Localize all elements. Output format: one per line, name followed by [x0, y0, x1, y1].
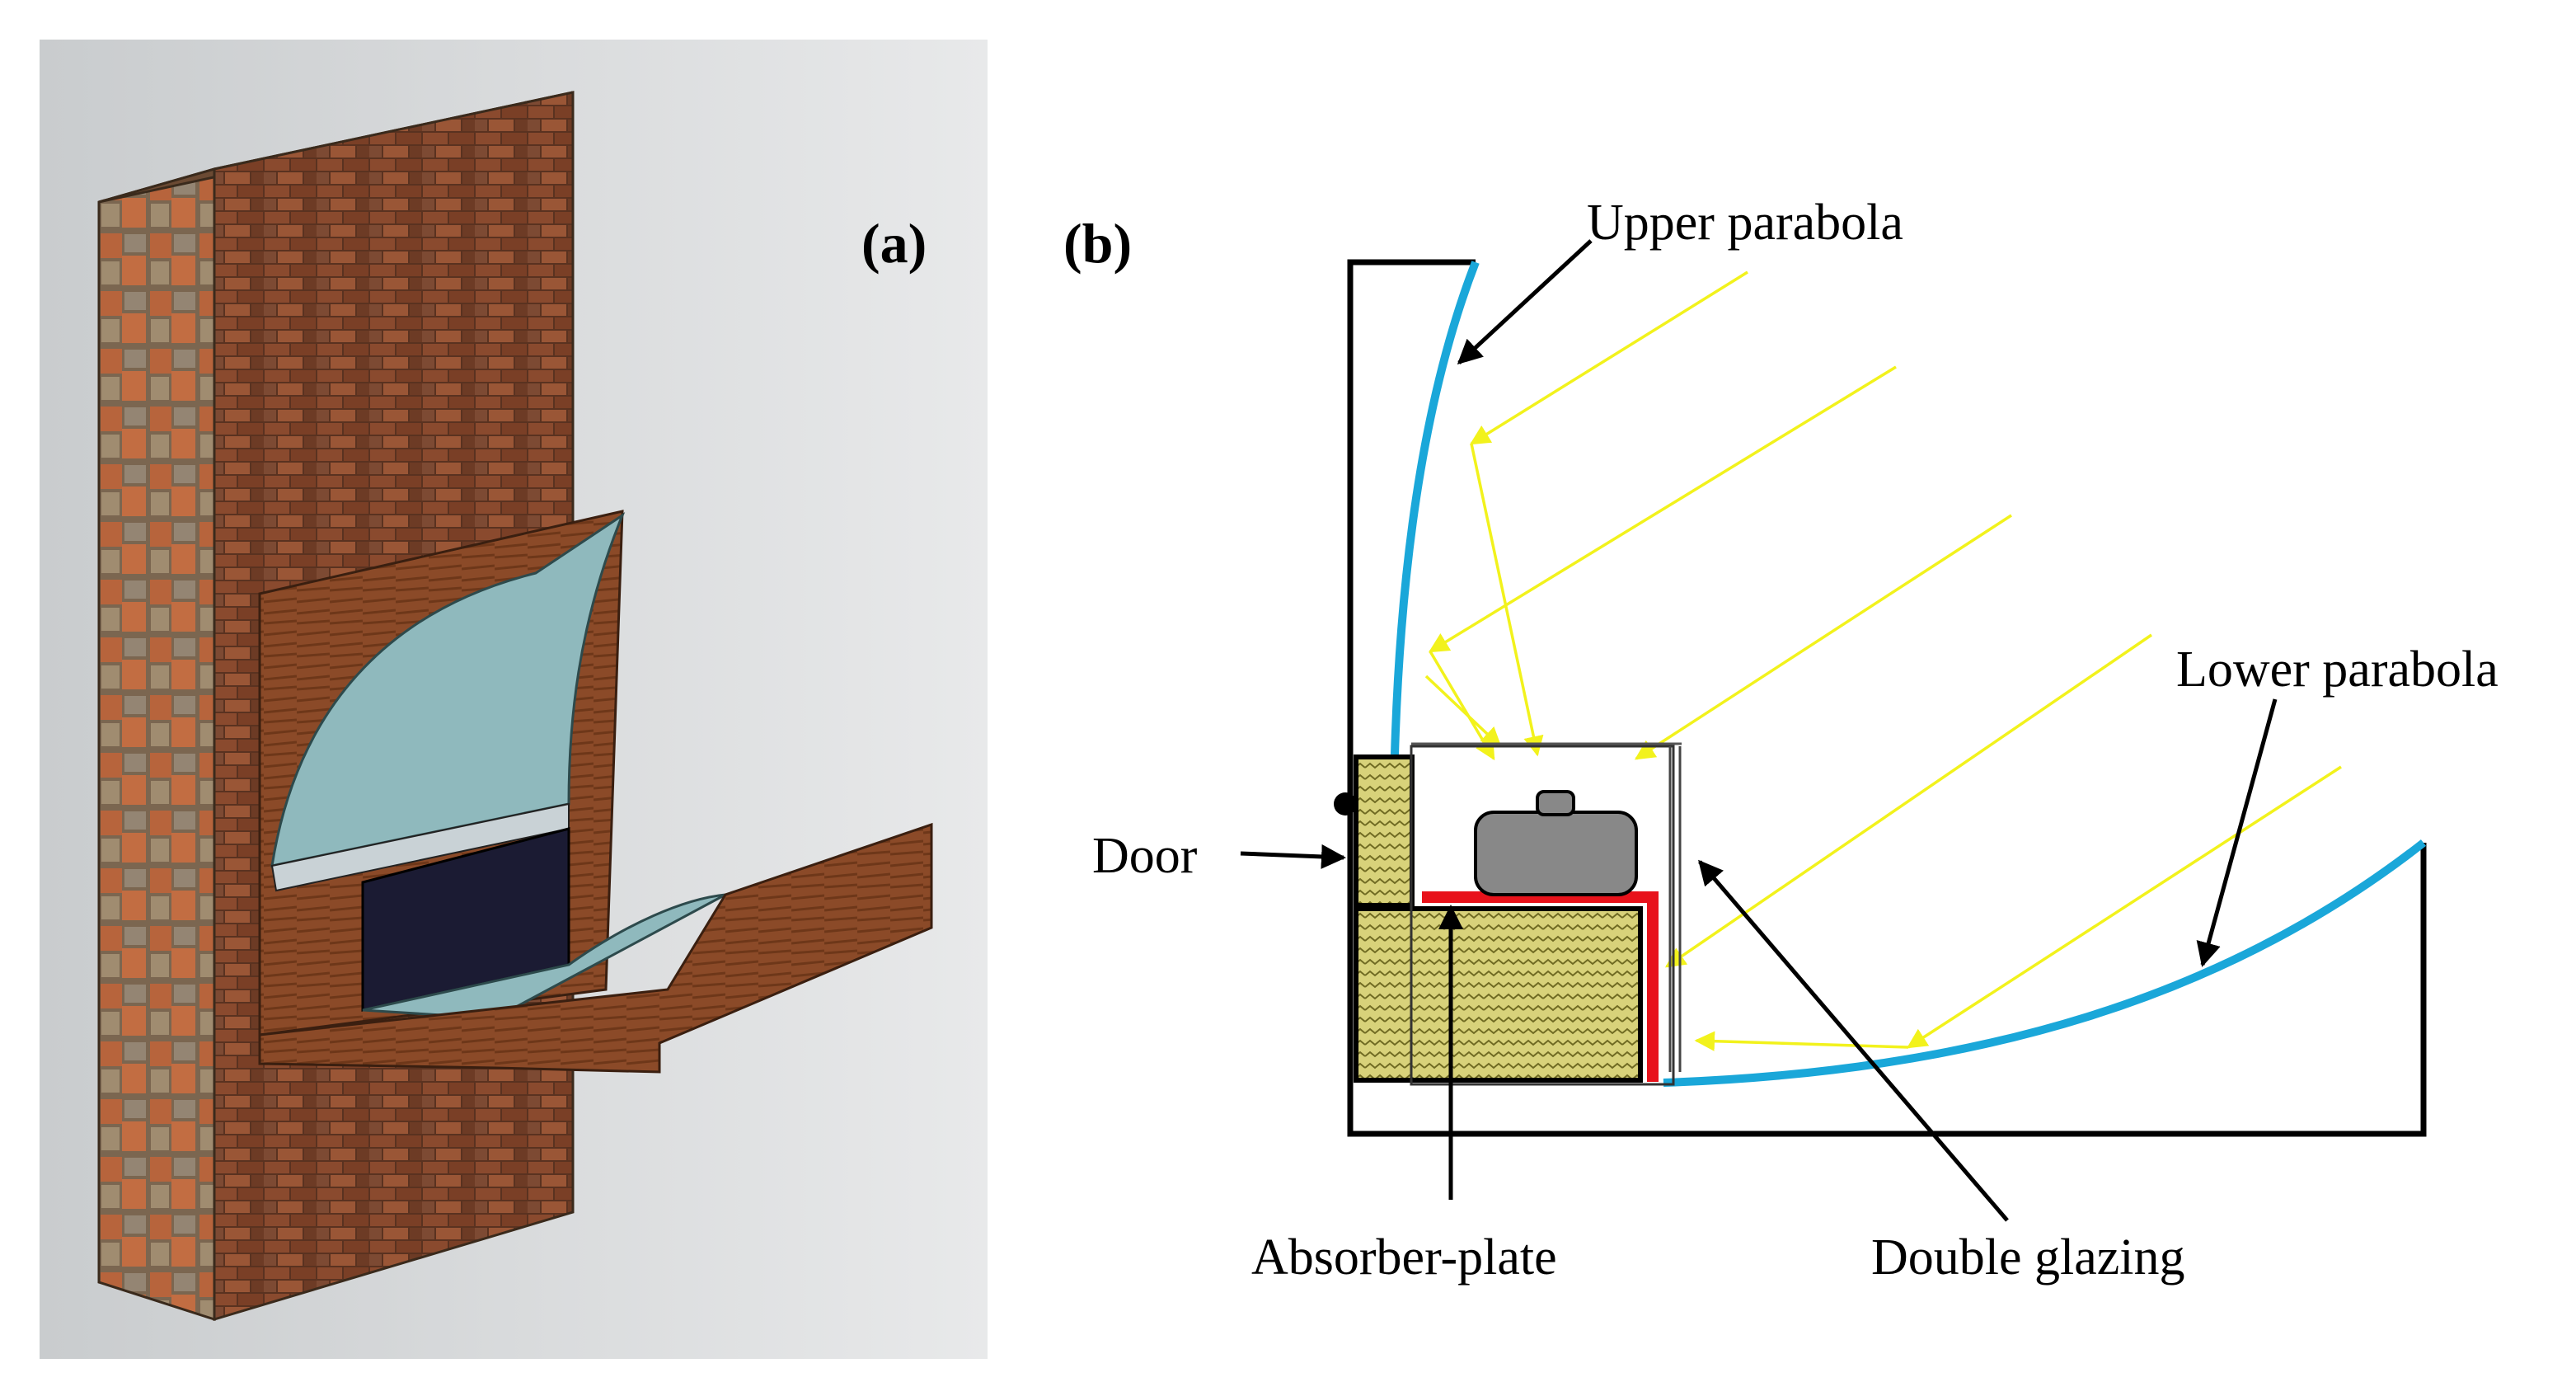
sun-rays	[1424, 270, 2342, 1051]
wall-side-face	[97, 167, 216, 1322]
lower-reflector	[362, 893, 726, 1020]
door-label: Door	[1092, 828, 1198, 884]
cooking-chamber	[1410, 745, 1675, 1086]
panel-b-label: (b)	[1063, 212, 1132, 275]
door-insulation	[1354, 754, 1415, 908]
absorber-plate	[1422, 891, 1659, 1082]
double-glazing-pointer	[1698, 859, 2009, 1222]
sun-ray-reflected	[1694, 1031, 1909, 1051]
panel-a: (a)	[40, 40, 988, 1359]
upper-parabola-pointer	[1457, 239, 1593, 365]
lower-frame	[258, 822, 933, 1074]
panel-a-label: (a)	[861, 212, 927, 275]
sun-ray	[1634, 514, 2012, 760]
sun-ray	[1469, 270, 1748, 445]
sun-ray-reflected	[1470, 443, 1544, 757]
sun-ray	[1906, 765, 2342, 1049]
sun-ray	[1664, 633, 2152, 968]
absorber-plate-label: Absorber-plate	[1251, 1229, 1557, 1286]
outer-frame	[1347, 259, 2427, 1137]
pot-handle	[1536, 790, 1575, 816]
upper-reflector	[270, 512, 626, 867]
door-hinge	[1334, 792, 1357, 816]
lower-parabola-label: Lower parabola	[2176, 642, 2499, 698]
double-glazing-label: Double glazing	[1871, 1229, 2185, 1286]
panel-b: (b)	[1063, 195, 2499, 1286]
upper-parabola-reflector	[1391, 261, 1480, 755]
base-insulation	[1354, 906, 1643, 1083]
door-pointer	[1240, 844, 1346, 869]
sun-ray	[1428, 365, 1897, 653]
sun-ray-reflected	[1424, 675, 1502, 748]
pot-body	[1474, 811, 1638, 896]
cooking-pot	[1474, 790, 1638, 896]
upper-parabola-label: Upper parabola	[1587, 195, 1903, 251]
lower-parabola-pointer	[2196, 698, 2278, 967]
lower-parabola-reflector	[1663, 839, 2427, 1087]
